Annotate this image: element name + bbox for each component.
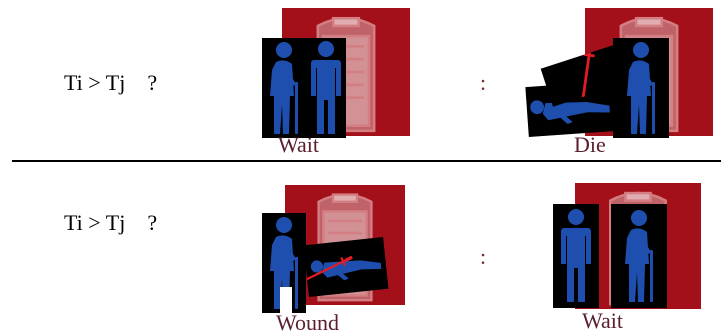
lying-person-panel xyxy=(304,237,389,297)
right-caption: Die xyxy=(574,134,606,156)
wait-scene xyxy=(262,8,414,138)
right-caption: Wait xyxy=(582,310,623,332)
wait-scene xyxy=(553,182,701,312)
left-caption: Wait xyxy=(278,134,319,156)
die-scene xyxy=(523,8,719,138)
elderly-person-panel xyxy=(613,38,669,138)
separator: : xyxy=(480,244,486,270)
row-divider xyxy=(12,160,721,162)
standing-person-icon xyxy=(306,38,346,138)
condition-text: Ti > Tj ? xyxy=(64,70,157,96)
elderly-person-icon xyxy=(262,38,306,138)
elderly-person-panel xyxy=(262,38,306,138)
elderly-person-icon xyxy=(619,38,663,138)
elderly-person-panel xyxy=(262,213,306,313)
condition-text: Ti > Tj ? xyxy=(64,210,157,236)
separator: : xyxy=(480,70,486,96)
wound-scene xyxy=(262,185,414,317)
standing-person-icon xyxy=(556,206,596,306)
elderly-person-icon xyxy=(617,206,661,306)
elderly-person-panel xyxy=(611,204,667,308)
standing-person-panel xyxy=(553,204,599,308)
standing-person-panel xyxy=(306,38,346,138)
